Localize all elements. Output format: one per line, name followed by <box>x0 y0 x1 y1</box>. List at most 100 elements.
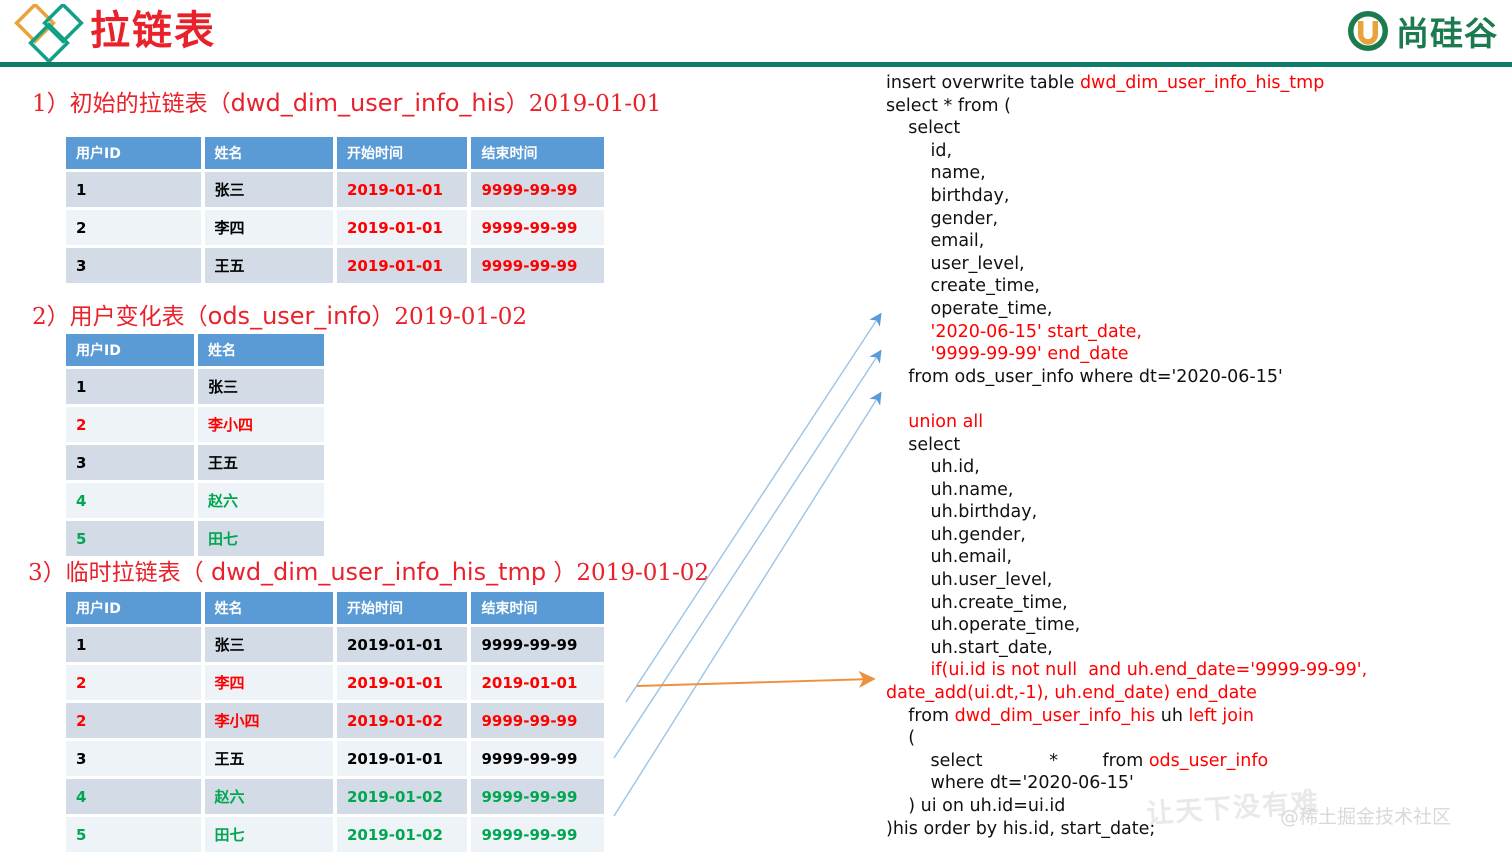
sql-token: uh.start_date, <box>886 637 1053 658</box>
sql-line: uh.birthday, <box>886 501 1506 524</box>
table-cell: 9999-99-99 <box>471 779 604 814</box>
sql-line: birthday, <box>886 185 1506 208</box>
table-cell: 9999-99-99 <box>471 210 604 245</box>
sql-token-highlight: union all <box>886 411 984 432</box>
table-cell: 9999-99-99 <box>471 627 604 662</box>
table-cell: 1 <box>66 627 201 662</box>
sql-line: name, <box>886 162 1506 185</box>
table-cell: 3 <box>66 741 201 776</box>
column-header-2: 姓名 <box>204 137 333 169</box>
sql-line: ( <box>886 727 1506 750</box>
section-1-date: 2019-01-01 <box>528 91 662 117</box>
sql-line: uh.create_time, <box>886 592 1506 615</box>
sql-token: uh.id, <box>886 457 980 478</box>
section-3-label: 临时拉链表（ <box>65 560 211 586</box>
sql-line: select <box>886 117 1506 140</box>
sql-line: uh.id, <box>886 456 1506 479</box>
section-1-index: 1） <box>32 91 70 117</box>
column-header-3: 开始时间 <box>336 592 468 624</box>
sql-token: operate_time, <box>886 298 1053 319</box>
source-watermark: @稀土掘金技术社区 <box>1280 806 1452 828</box>
table-cell: 9999-99-99 <box>471 172 604 207</box>
page-title: 拉链表 <box>90 8 216 54</box>
sql-line: uh.start_date, <box>886 637 1506 660</box>
sql-line: select <box>886 434 1506 457</box>
sql-token: ( <box>886 728 916 749</box>
table-cell: 2019-01-01 <box>471 665 604 700</box>
sql-token: create_time, <box>886 276 1040 297</box>
sql-line: select * from ( <box>886 95 1506 118</box>
table-cell: 李四 <box>204 665 333 700</box>
sql-token: select * from <box>886 750 1149 771</box>
sql-line: insert overwrite table dwd_dim_user_info… <box>886 72 1506 95</box>
sql-token: uh.birthday, <box>886 502 1038 523</box>
sql-token: ) ui on uh.id=ui.id <box>886 796 1066 816</box>
sql-token-highlight: dwd_dim_user_info_his <box>954 705 1156 726</box>
table-cell: 3 <box>66 445 194 480</box>
table-cell: 张三 <box>204 172 333 207</box>
column-header-1: 用户ID <box>66 137 201 169</box>
table-cell: 2019-01-02 <box>336 779 468 814</box>
sql-token-highlight: left join <box>1188 705 1254 726</box>
brand-name: 尚硅谷 <box>1396 14 1498 53</box>
sql-token: user_level, <box>886 253 1025 274</box>
table-cell: 5 <box>66 817 201 852</box>
brand-logo: 尚硅谷 <box>1348 8 1498 54</box>
section-2-label-close: ） <box>371 304 395 330</box>
section-2-label: 用户变化表（ <box>69 304 208 330</box>
sql-line: uh.name, <box>886 479 1506 502</box>
table-cell: 赵六 <box>204 779 333 814</box>
column-header-1: 用户ID <box>66 592 201 624</box>
sql-line: '2020-06-15' start_date, <box>886 321 1506 344</box>
sql-token: uh.operate_time, <box>886 615 1081 636</box>
table-cell: 王五 <box>204 741 333 776</box>
table-cell: 2019-01-01 <box>336 248 468 283</box>
section-3-label-close: ） <box>546 560 577 586</box>
table-cell: 李小四 <box>198 407 324 442</box>
sql-token-highlight: if(ui.id is not null and uh.end_date='99… <box>886 660 1379 704</box>
sql-line: union all <box>886 411 1506 434</box>
sql-token: uh.email, <box>886 547 1013 568</box>
section-3-index: 3） <box>28 560 66 586</box>
sql-line: user_level, <box>886 253 1506 276</box>
sql-token: gender, <box>886 208 999 229</box>
blue-arrow-3 <box>613 391 882 817</box>
sql-token: select * from ( <box>886 95 1011 116</box>
table-cell: 9999-99-99 <box>471 817 604 852</box>
table-cell: 9999-99-99 <box>471 741 604 776</box>
sql-line: '9999-99-99' end_date <box>886 343 1506 366</box>
table-cell: 1 <box>66 172 201 207</box>
section-1-label: 初始的拉链表（ <box>69 91 231 117</box>
table-cell: 王五 <box>198 445 324 480</box>
orange-arrow <box>636 670 876 688</box>
slide-header: 拉链表 尚硅谷 <box>0 0 1512 68</box>
table-cell: 2019-01-02 <box>336 703 468 738</box>
sql-line: uh.gender, <box>886 524 1506 547</box>
column-header-4: 结束时间 <box>471 592 604 624</box>
header-divider <box>0 62 1512 67</box>
table-cell: 2019-01-01 <box>336 665 468 700</box>
column-header-1: 用户ID <box>66 334 194 366</box>
sql-line: uh.user_level, <box>886 569 1506 592</box>
table-cell: 田七 <box>204 817 333 852</box>
sql-line: select * from ods_user_info <box>886 750 1506 773</box>
sql-token-highlight: ods_user_info <box>1148 750 1269 771</box>
sql-token-highlight: dwd_dim_user_info_his_tmp <box>1079 73 1325 93</box>
u-circle-icon <box>1348 11 1388 51</box>
sql-token: select <box>886 118 961 139</box>
sql-line: uh.operate_time, <box>886 614 1506 637</box>
